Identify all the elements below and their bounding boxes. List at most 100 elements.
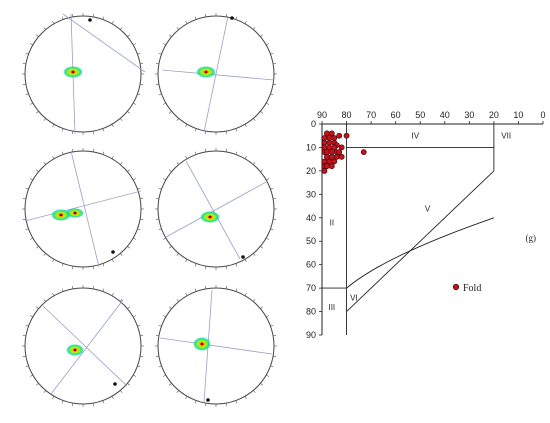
degree-tick (270, 228, 274, 231)
stereonet-b (155, 13, 277, 135)
primitive-circle (24, 287, 142, 405)
axial-surface-line (70, 150, 100, 268)
degree-tick (137, 324, 141, 327)
degree-tick (111, 293, 114, 296)
degree-tick (155, 218, 159, 220)
degree-tick (30, 237, 33, 240)
pole-point (208, 215, 212, 219)
degree-tick (92, 403, 94, 407)
degree-tick (205, 131, 207, 135)
degree-tick (244, 396, 247, 399)
degree-tick (273, 218, 277, 220)
degree-tick (158, 228, 162, 231)
degree-tick (22, 198, 26, 200)
degree-tick (120, 118, 123, 121)
degree-tick (244, 259, 247, 262)
degree-tick (102, 400, 105, 404)
x-tick-label: 30 (464, 110, 474, 120)
x-tick-label: 50 (415, 110, 425, 120)
pole-point (71, 70, 75, 74)
fold-axis-point (206, 398, 210, 402)
degree-tick (225, 131, 227, 135)
degree-tick (43, 27, 46, 30)
region-label: VII (501, 132, 511, 141)
degree-tick (61, 288, 64, 292)
degree-tick (225, 266, 227, 270)
pi-circle-line (24, 190, 142, 222)
degree-tick (43, 390, 46, 393)
degree-tick (225, 148, 227, 152)
fold-point (333, 153, 340, 160)
degree-tick (266, 315, 269, 318)
degree-tick (260, 246, 263, 249)
degree-tick (36, 246, 39, 249)
degree-tick (273, 198, 277, 200)
degree-tick (260, 34, 263, 37)
degree-tick (72, 285, 74, 289)
panel-label: (g) (525, 233, 536, 243)
stereonet-f (155, 285, 277, 407)
degree-tick (30, 374, 33, 377)
degree-tick (102, 128, 105, 132)
x-tick-label: 10 (513, 110, 523, 120)
stereonet-e (22, 285, 144, 407)
y-tick-label: 40 (306, 213, 316, 223)
degree-tick (133, 237, 136, 240)
fold-point (360, 149, 367, 156)
y-tick-label: 20 (306, 166, 316, 176)
degree-tick (253, 27, 256, 30)
degree-tick (30, 43, 33, 46)
degree-tick (260, 383, 263, 386)
degree-tick (273, 63, 277, 65)
degree-tick (111, 124, 114, 127)
degree-tick (22, 218, 26, 220)
degree-tick (244, 293, 247, 296)
degree-tick (52, 259, 55, 262)
degree-tick (205, 403, 207, 407)
degree-tick (169, 383, 172, 386)
degree-tick (176, 253, 179, 256)
degree-tick (244, 124, 247, 127)
fold-point (326, 144, 333, 151)
fold-point (328, 153, 335, 160)
degree-tick (194, 128, 197, 132)
degree-tick (133, 178, 136, 181)
degree-tick (260, 111, 263, 114)
degree-tick (133, 43, 136, 46)
degree-tick (176, 390, 179, 393)
degree-tick (36, 34, 39, 37)
degree-tick (266, 237, 269, 240)
degree-tick (22, 63, 26, 65)
degree-tick (133, 374, 136, 377)
degree-tick (140, 355, 144, 357)
degree-tick (61, 400, 64, 404)
legend-label: Fold (463, 283, 481, 294)
degree-tick (137, 93, 141, 96)
degree-tick (194, 400, 197, 404)
y-tick-label: 10 (306, 142, 316, 152)
x-tick-label: 0 (540, 110, 545, 120)
degree-tick (127, 169, 130, 172)
fold-point (324, 163, 330, 170)
fold-point (321, 167, 328, 174)
degree-tick (273, 83, 277, 85)
degree-tick (36, 111, 39, 114)
degree-tick (52, 156, 55, 159)
pole-point (73, 348, 77, 352)
degree-tick (43, 299, 46, 302)
degree-tick (185, 396, 188, 399)
degree-tick (120, 162, 123, 165)
degree-tick (127, 111, 130, 114)
fold-point (338, 144, 345, 151)
degree-tick (253, 253, 256, 256)
degree-tick (120, 27, 123, 30)
degree-tick (176, 27, 179, 30)
legend-marker (452, 283, 460, 291)
degree-tick (52, 124, 55, 127)
region-label: III (328, 303, 335, 312)
x-tick-label: 60 (391, 110, 401, 120)
degree-tick (176, 299, 179, 302)
degree-tick (158, 365, 162, 368)
degree-tick (92, 266, 94, 270)
degree-tick (158, 187, 162, 190)
